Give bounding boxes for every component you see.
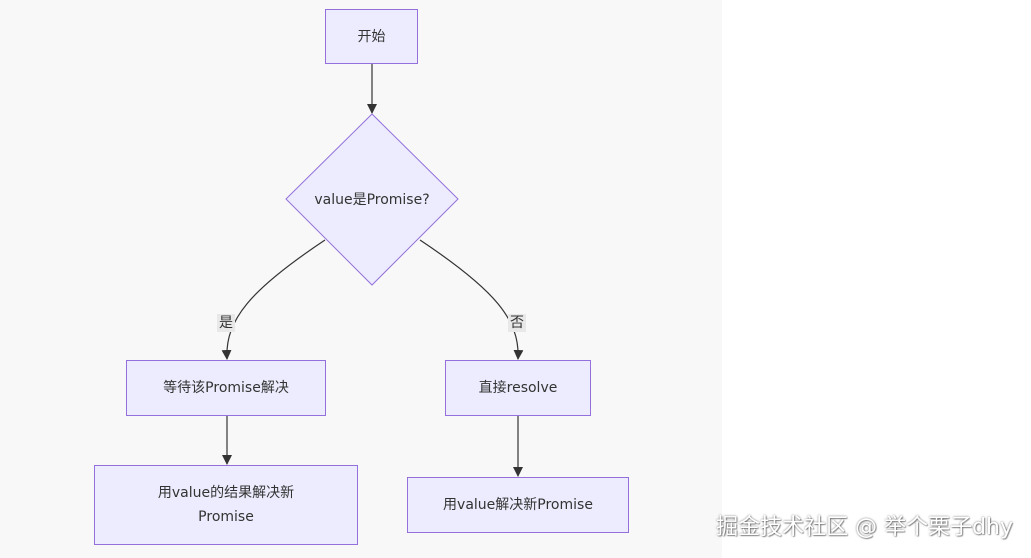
node-wait: 等待该Promise解决 bbox=[126, 360, 326, 416]
node-resolve-direct-label: 直接resolve bbox=[478, 380, 558, 396]
decision-diamond bbox=[285, 113, 459, 286]
flowchart-edges bbox=[221, 64, 524, 477]
node-resolve-value: 用value解决新Promise bbox=[407, 477, 629, 533]
edge-label-yes: 是 bbox=[217, 314, 235, 332]
node-resolve-with-result: 用value的结果解决新Promise bbox=[94, 465, 358, 545]
watermark: 掘金技术社区 @ 举个栗子dhy bbox=[716, 515, 1013, 540]
edge-decision-to-wait bbox=[221, 239, 326, 360]
node-resolve-direct: 直接resolve bbox=[445, 360, 591, 416]
node-decision-label: value是Promise? bbox=[314, 192, 430, 208]
edge-decision-to-resolve-direct bbox=[419, 239, 524, 360]
node-resolve-value-label: 用value解决新Promise bbox=[443, 497, 593, 513]
edge-label-no: 否 bbox=[508, 314, 526, 332]
node-start-label: 开始 bbox=[357, 28, 386, 45]
node-wait-label: 等待该Promise解决 bbox=[163, 380, 289, 396]
diagram-canvas: 开始 value是Promise? 是 否 等待该Promise解决 直接res… bbox=[94, 9, 629, 545]
node-resolve-with-result-label: 用value的结果解决新Promise bbox=[157, 485, 295, 525]
node-start: 开始 bbox=[325, 9, 418, 64]
